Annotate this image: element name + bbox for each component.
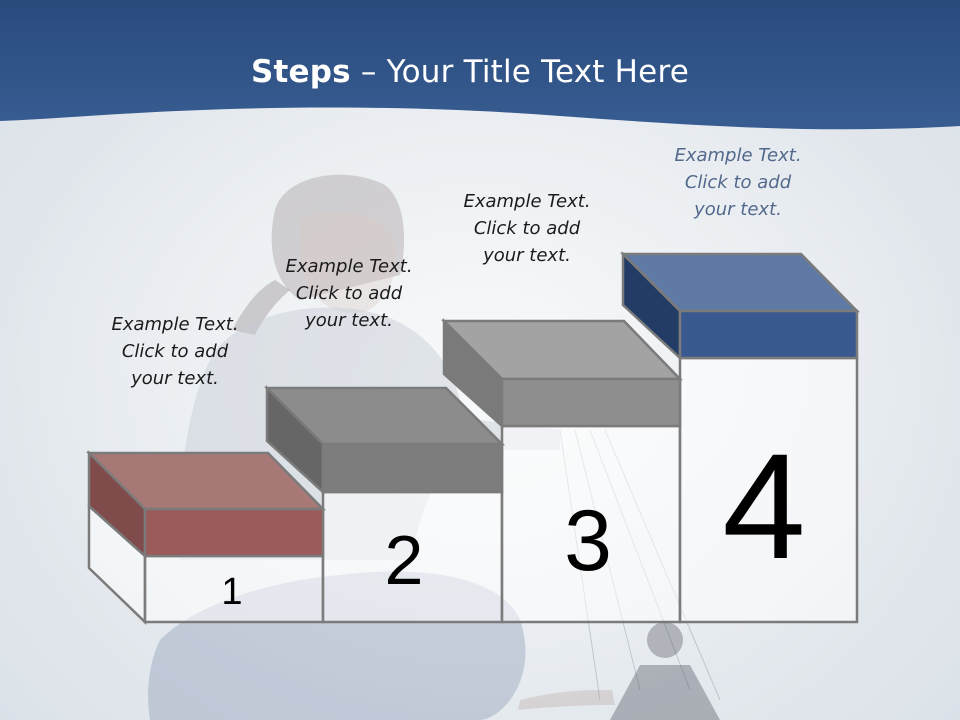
caption-line: Example Text. [463, 191, 591, 212]
caption-line: Example Text. [674, 145, 802, 166]
step-2-block[interactable] [263, 384, 506, 495]
caption-line: Click to add [684, 172, 792, 193]
step-4-block[interactable] [619, 250, 860, 361]
slide-title[interactable]: Steps – Your Title Text Here [0, 54, 940, 90]
caption-line: your text. [483, 245, 571, 266]
caption-line: Click to add [295, 283, 403, 304]
header-band [0, 0, 960, 130]
caption-line: Click to add [121, 341, 229, 362]
step-1-face [143, 554, 325, 624]
step-1-number: 1 [221, 571, 242, 613]
step-3-block[interactable] [440, 317, 683, 429]
caption-line: your text. [694, 199, 782, 220]
title-keyword: Steps [250, 54, 351, 90]
step-4-face [678, 356, 859, 624]
title-text: – Your Title Text Here [350, 54, 689, 90]
step-2-number: 2 [385, 521, 424, 599]
step-1-caption[interactable]: Example Text. Click to add your text. [75, 311, 275, 392]
step-4-caption[interactable]: Example Text. Click to add your text. [638, 142, 838, 223]
caption-line: Example Text. [111, 314, 239, 335]
caption-line: your text. [305, 310, 393, 331]
step-2-caption[interactable]: Example Text. Click to add your text. [249, 253, 449, 334]
step-4-number: 4 [722, 422, 805, 590]
caption-line: your text. [131, 368, 219, 389]
caption-line: Example Text. [285, 256, 413, 277]
step-3-caption[interactable]: Example Text. Click to add your text. [427, 188, 627, 269]
step-1-block[interactable] [85, 449, 326, 559]
caption-line: Click to add [473, 218, 581, 239]
step-3-number: 3 [564, 493, 612, 589]
